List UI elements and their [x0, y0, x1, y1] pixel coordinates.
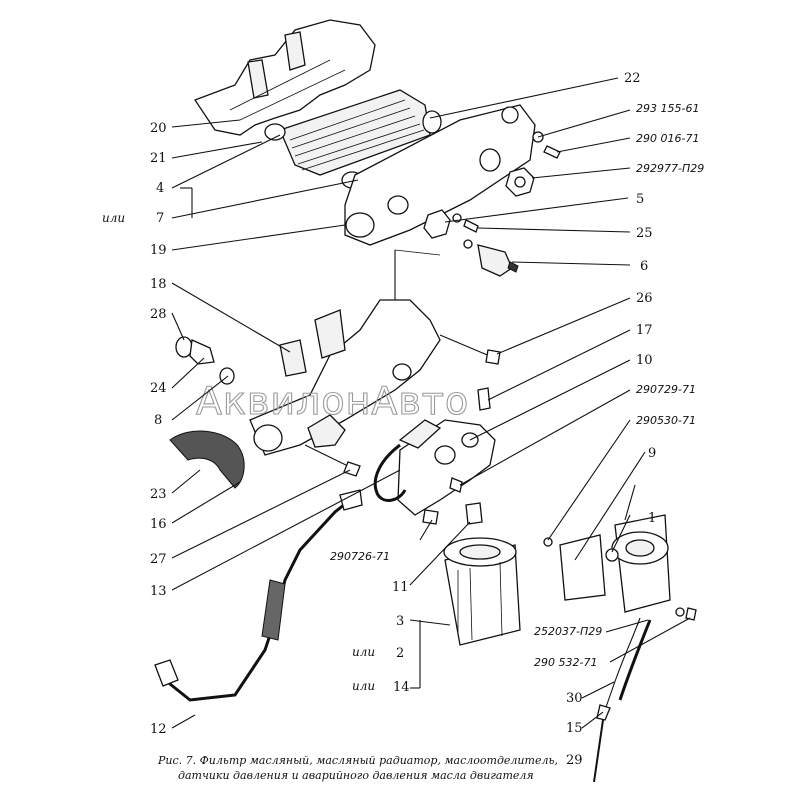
top-fasteners: [423, 131, 561, 277]
label-290726-71: 290726-71: [330, 550, 390, 563]
label-9: 9: [648, 446, 656, 461]
label-29: 29: [566, 753, 583, 768]
label-20: 20: [150, 121, 167, 136]
oil-radiator-core: [264, 89, 442, 189]
label-22: 22: [624, 71, 641, 86]
lower-manifold: [249, 299, 441, 456]
label-290532-71: 290 532-71: [534, 656, 597, 669]
label-28: 28: [150, 307, 167, 322]
label-21: 21: [150, 151, 167, 166]
label-16: 16: [150, 517, 167, 532]
label-19: 19: [150, 243, 167, 258]
label-26: 26: [636, 291, 653, 306]
label-11: 11: [392, 580, 409, 595]
label-7: 7: [156, 211, 164, 226]
label-2: 2: [396, 646, 404, 661]
label-3: 3: [396, 614, 404, 629]
label-8: 8: [154, 413, 162, 428]
caption-line-2: датчики давления и аварийного давления м…: [178, 769, 534, 782]
caption-line-1: Рис. 7. Фильтр масляный, масляный радиат…: [157, 754, 558, 767]
leader-lines: [171, 77, 691, 729]
radiator-bracket: [194, 19, 376, 136]
fitting-left: [175, 336, 235, 385]
label-6: 6: [640, 259, 648, 274]
ili-14: или: [352, 679, 375, 693]
label-252037-P29: 252037-П29: [534, 625, 602, 638]
label-290729-71: 290729-71: [636, 383, 696, 396]
label-27: 27: [150, 552, 167, 567]
label-24: 24: [150, 381, 167, 396]
oil-pipe: [154, 489, 363, 702]
label-13: 13: [150, 584, 167, 599]
oil-separator: [543, 514, 697, 783]
label-10: 10: [636, 353, 653, 368]
bolts-middle: [304, 334, 501, 477]
label-25: 25: [636, 226, 653, 241]
oil-filter: [443, 537, 521, 646]
oil-separator-housing: [344, 104, 536, 246]
label-15: 15: [566, 721, 583, 736]
label-1: 1: [648, 511, 656, 526]
rubber-hose-elbow: [169, 430, 245, 489]
label-290016-71: 290 016-71: [636, 132, 699, 145]
label-17: 17: [636, 323, 653, 338]
label-12: 12: [150, 722, 167, 737]
ili-2: или: [352, 645, 375, 659]
label-23: 23: [150, 487, 167, 502]
filter-mount-bracket: [373, 387, 496, 525]
drain-plug: [465, 502, 483, 525]
label-5: 5: [636, 192, 644, 207]
label-290530-71: 290530-71: [636, 414, 696, 427]
label-292977-P29: 292977-П29: [636, 162, 704, 175]
part-labels: 20 21 4 или 7 19 22 293 155-61 290 016-7…: [102, 71, 704, 768]
ili-7: или: [102, 211, 125, 225]
watermark: АквилонАвто: [196, 379, 469, 423]
label-14: 14: [393, 680, 410, 695]
label-18: 18: [150, 277, 167, 292]
label-293155-61: 293 155-61: [636, 102, 699, 115]
label-30: 30: [566, 691, 583, 706]
label-4: 4: [156, 181, 164, 196]
